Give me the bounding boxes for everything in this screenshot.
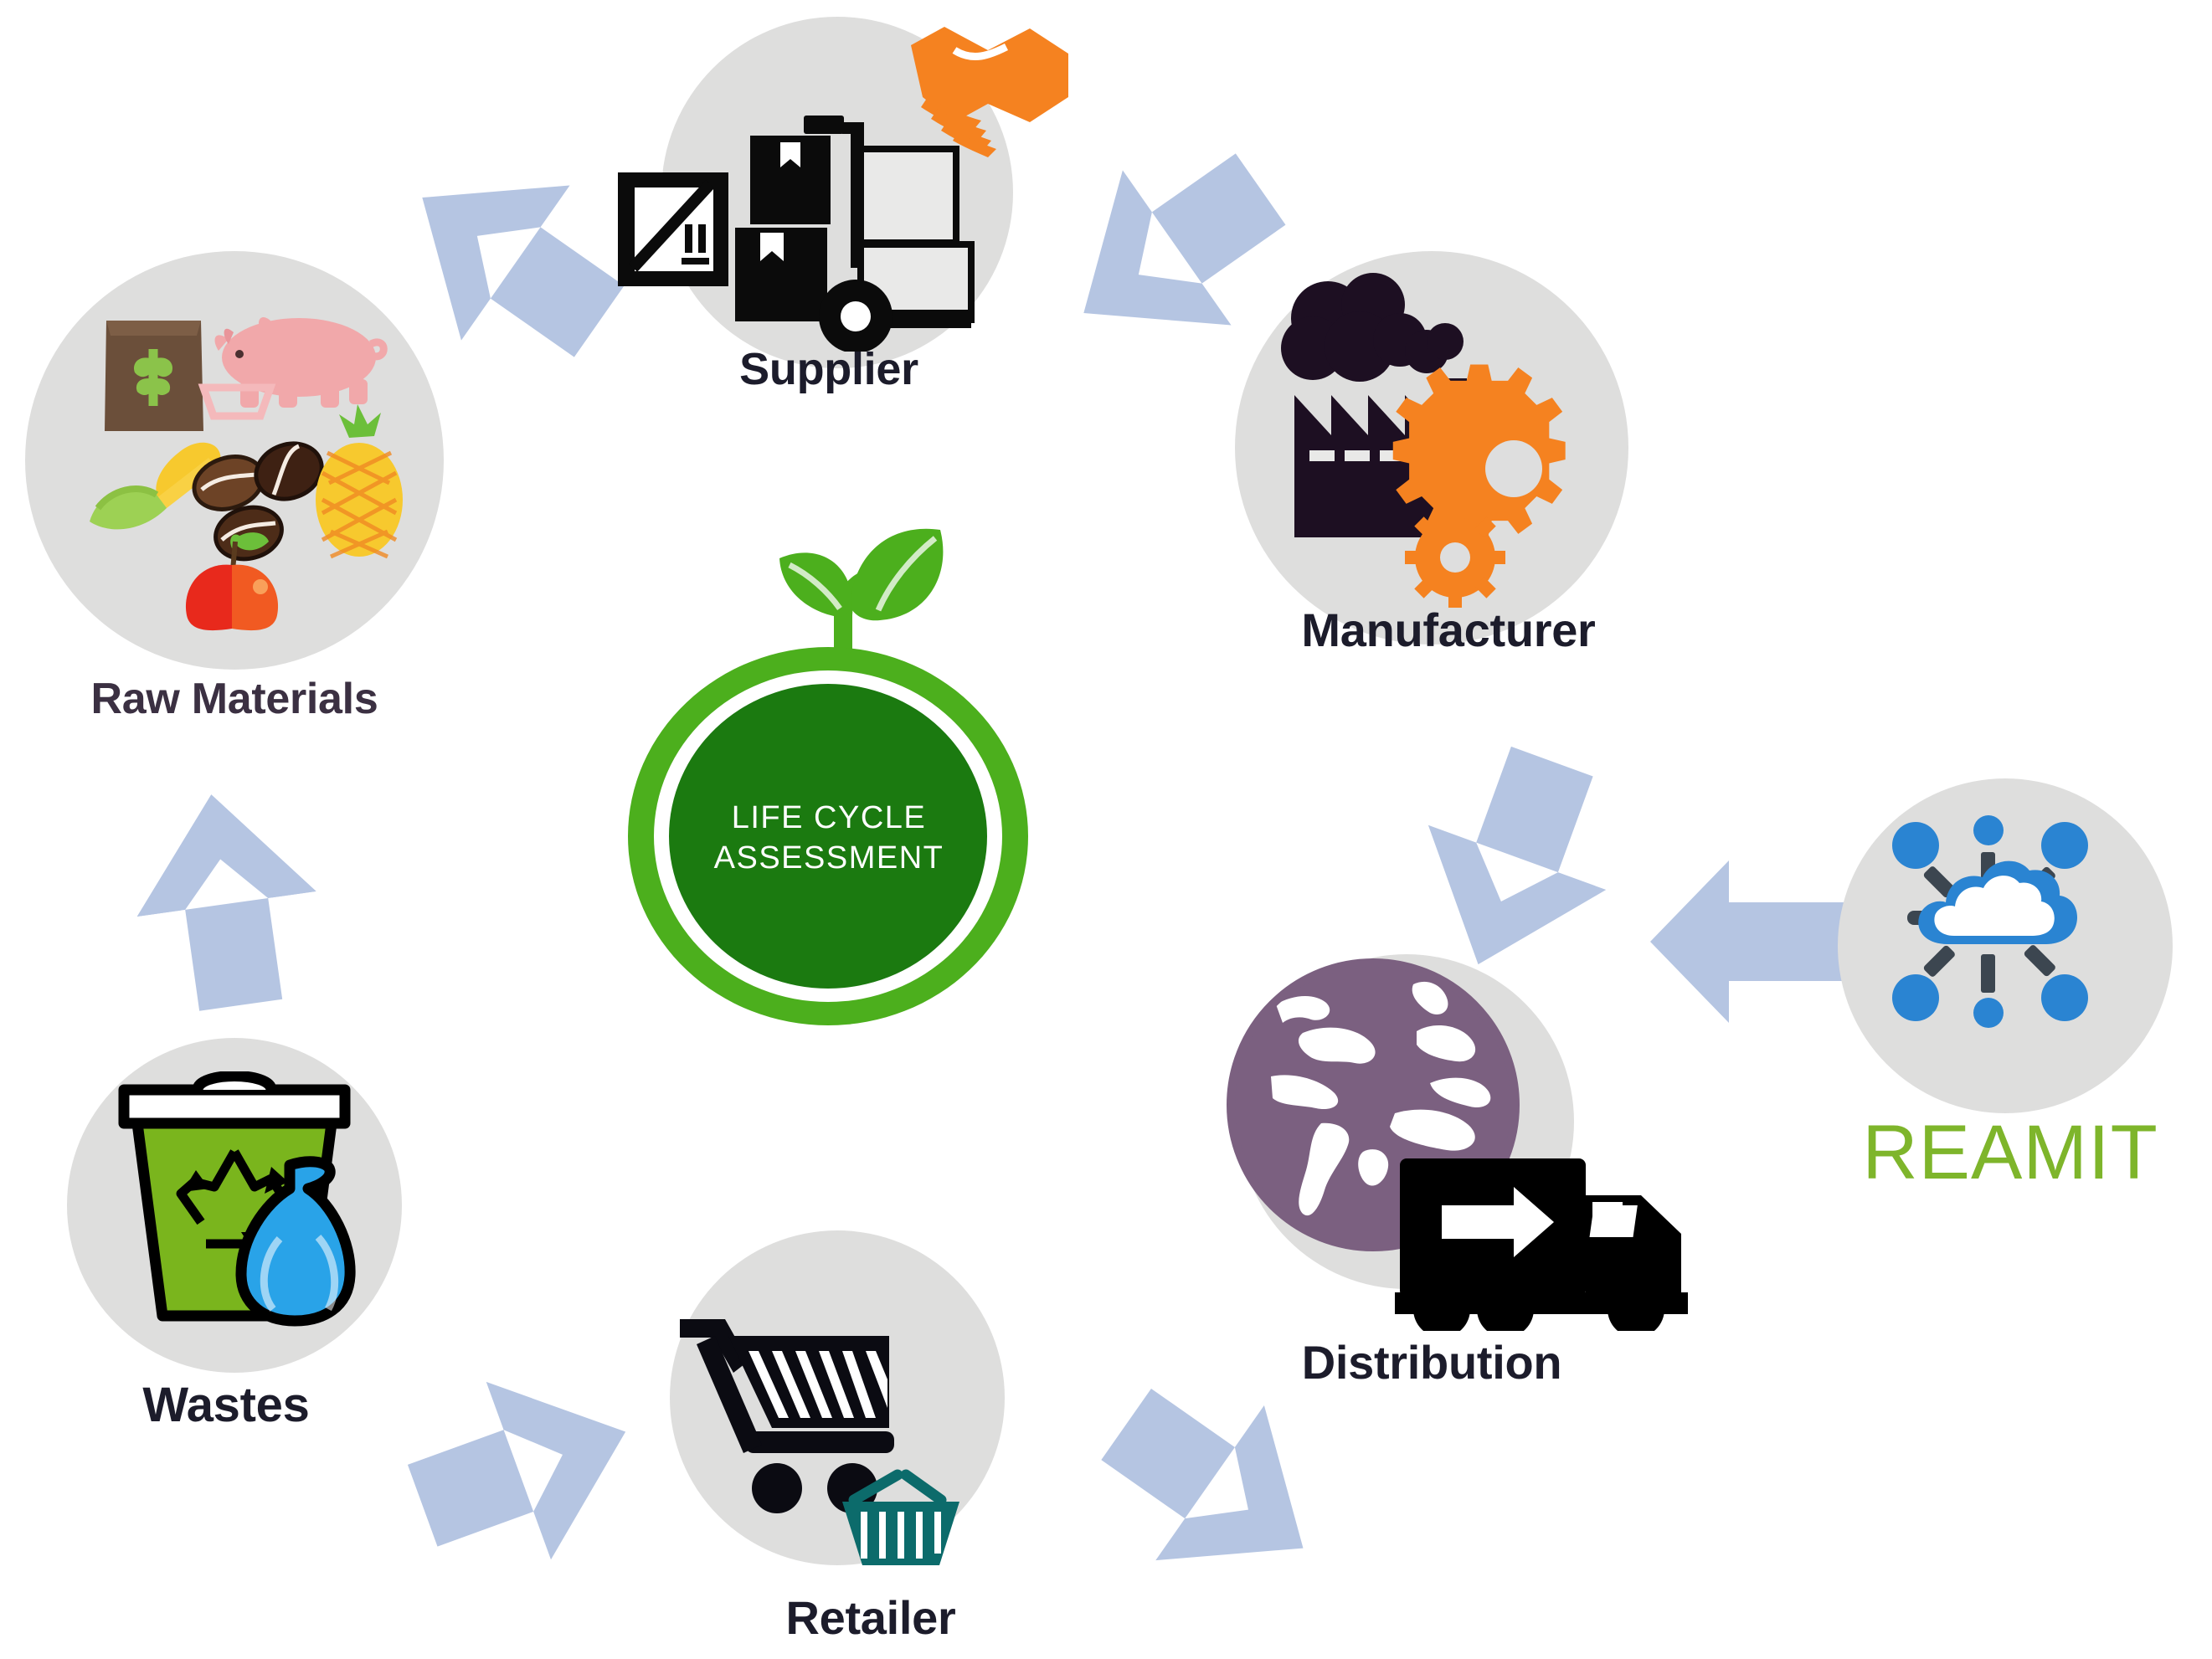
arrow-manufacturer-to-distribution [1428, 746, 1607, 965]
coffee-beans-icon [192, 441, 324, 562]
recycle-bin-icon [118, 1071, 356, 1327]
pineapple-icon [316, 404, 403, 559]
factory-icon [1281, 273, 1566, 608]
stage-manufacturer[interactable]: Manufacturer [1206, 251, 1691, 686]
stage-label-supplier: Supplier [739, 344, 918, 394]
fragile-box-icon [618, 172, 728, 286]
pig-icon [198, 317, 388, 420]
lca-inner-disc [669, 684, 987, 989]
supplier-icon [618, 27, 1068, 352]
hand-truck-icon [804, 116, 975, 352]
arrow-distribution-to-retailer [1101, 1388, 1304, 1561]
stage-label-manufacturer: Manufacturer [1301, 604, 1596, 656]
iot-node-icon [1892, 815, 2088, 1028]
arrow-wastes-to-raw-materials [136, 794, 316, 1012]
cart-icon [680, 1319, 894, 1513]
trash-bag-icon [235, 1156, 356, 1327]
lca-title-line-2: ASSESSMENT [713, 840, 944, 876]
stage-supplier[interactable]: Supplier [586, 8, 1072, 410]
arrow-reamit-to-distribution [1650, 860, 1849, 1023]
life-cycle-assessment-logo: LIFE CYCLE ASSESSMENT [624, 523, 1034, 1042]
cloud-icon [1918, 860, 2078, 944]
stage-label-wastes: Wastes [142, 1378, 310, 1432]
lca-title-line-1: LIFE CYCLE [731, 800, 927, 835]
sprout-leaves-icon [779, 528, 944, 714]
handshake-icon [911, 27, 1068, 157]
stage-distribution[interactable]: Distribution [1222, 954, 1725, 1389]
project-reamit[interactable]: REAMIT [1825, 770, 2212, 1195]
stage-label-retailer: Retailer [785, 1591, 956, 1644]
gear-large-icon [1392, 364, 1566, 537]
raw-materials-icon [90, 317, 403, 631]
arrow-raw-materials-to-supplier [422, 185, 625, 357]
shopping-cart-icon [680, 1319, 959, 1565]
arrow-retailer-to-wastes [407, 1381, 626, 1560]
apple-icon [185, 532, 279, 631]
cloud-iot-icon [1892, 815, 2088, 1028]
arrow-supplier-to-manufacturer [1083, 153, 1286, 326]
delivery-truck-icon [1395, 1158, 1688, 1331]
stage-wastes[interactable]: Wastes [42, 1038, 460, 1473]
shopping-basket-icon [842, 1469, 959, 1565]
stacked-boxes-icon [735, 136, 831, 321]
seed-sack-icon [105, 321, 203, 431]
stage-retailer[interactable]: Retailer [636, 1222, 1055, 1657]
stage-label-distribution: Distribution [1301, 1336, 1562, 1389]
smoke-icon [1281, 273, 1464, 382]
stage-raw-materials[interactable]: Raw Materials [17, 251, 452, 745]
globe-truck-icon [1227, 958, 1688, 1331]
stage-label-raw-materials: Raw Materials [90, 675, 378, 723]
reamit-label: REAMIT [1862, 1110, 2158, 1195]
reamit-circle [1838, 778, 2173, 1113]
gear-small-icon [1405, 507, 1505, 608]
